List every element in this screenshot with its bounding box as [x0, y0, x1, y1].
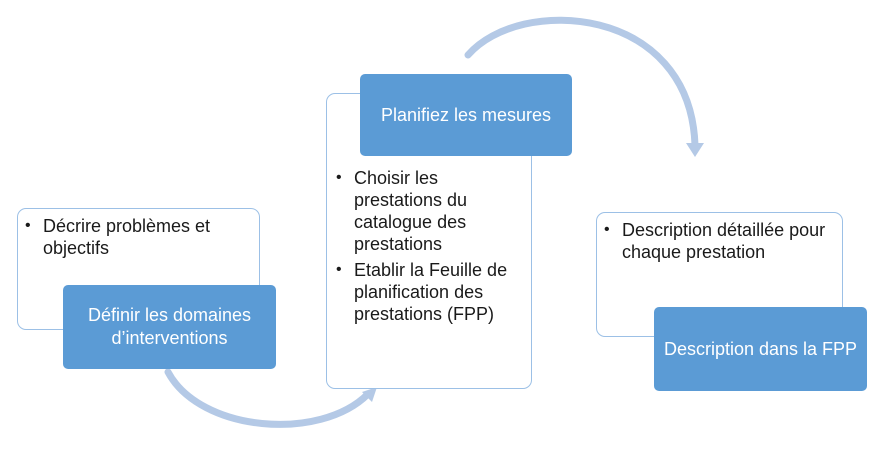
- stage-2-title: Planifiez les mesures: [360, 74, 572, 156]
- stage-3-bullet-list: Description détaillée pour chaque presta…: [604, 219, 834, 263]
- stage-1-title: Définir les domaines d’interventions: [63, 285, 276, 369]
- curved-arrow-stage1-to-stage2: [164, 368, 372, 428]
- arrow-head-stage3: [686, 143, 704, 157]
- stage-3-title: Description dans la FPP: [654, 307, 867, 391]
- stage-2-bullet: Etablir la Feuille de planification des …: [336, 259, 523, 325]
- stage-1-bullet: Décrire problèmes et objectifs: [25, 215, 251, 259]
- stage-3-bullet: Description détaillée pour chaque presta…: [604, 219, 834, 263]
- arrow-head-stage2: [362, 387, 377, 402]
- stage-2-bullet-list: Choisir les prestations du catalogue des…: [336, 167, 523, 325]
- stage-1-bullet-list: Décrire problèmes et objectifs: [25, 215, 251, 259]
- stage-2-bullet: Choisir les prestations du catalogue des…: [336, 167, 523, 255]
- curved-arrow-stage2-to-stage3: [464, 16, 699, 149]
